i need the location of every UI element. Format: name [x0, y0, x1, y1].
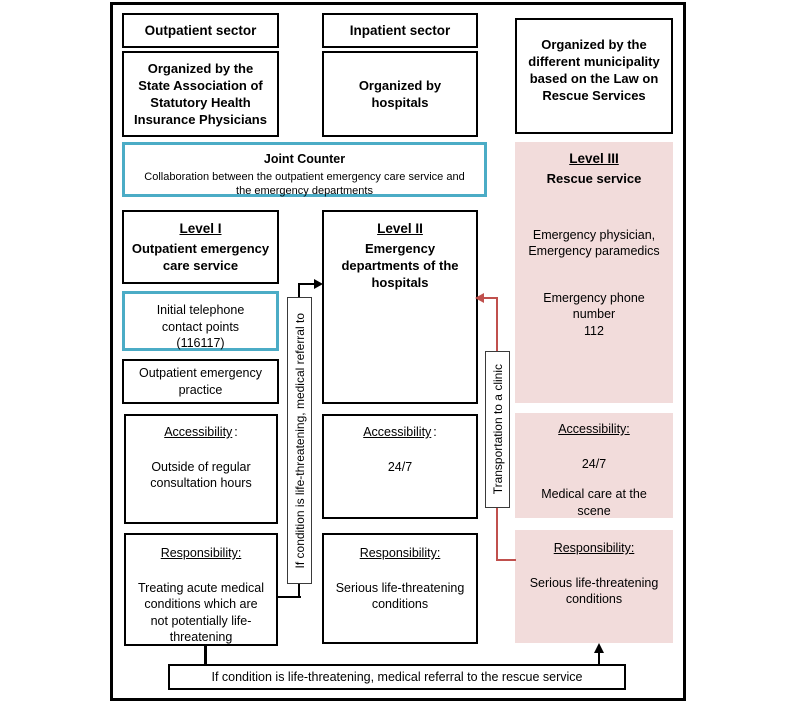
inpatient-sector-label: Inpatient sector: [349, 22, 451, 38]
telephone-contact-box: Initial telephone contact points (116117…: [122, 291, 279, 351]
banner-to-rescue-line: [598, 651, 600, 664]
rescue-phone-label: Emergency phone number: [543, 290, 645, 322]
referral-vertical-label: If condition is life-threatening, medica…: [287, 297, 312, 584]
outpatient-sector-label: Outpatient sector: [144, 22, 257, 38]
inpatient-accessibility-body: 24/7: [387, 459, 413, 474]
transport-arrowhead-icon: [475, 292, 484, 303]
outpatient-responsibility-body: Treating acute medical conditions which …: [138, 580, 264, 645]
inpatient-organizer-box: Organized by hospitals: [322, 51, 478, 137]
level3-subtitle: Rescue service: [546, 170, 642, 186]
rescue-organizer-text: Organized by the different municipality …: [528, 37, 660, 104]
outpatient-responsibility-box: Responsibility: Treating acute medical c…: [124, 533, 278, 646]
level2-title: Level II: [377, 221, 423, 236]
outpatient-accessibility-label: Accessibility:: [164, 425, 238, 439]
joint-counter-title: Joint Counter: [263, 152, 346, 166]
inpatient-sector-header: Inpatient sector: [322, 13, 478, 48]
outpatient-responsibility-label: Responsibility:: [160, 546, 242, 560]
rescue-phone-number: 112: [584, 323, 604, 338]
outpatient-accessibility-box: Accessibility: Outside of regular consul…: [124, 414, 278, 524]
level1-title: Level I: [179, 221, 222, 236]
inpatient-organizer-text: Organized by hospitals: [358, 77, 442, 110]
referral-connector-bottom-segment: [278, 596, 301, 598]
rescue-organizer-box: Organized by the different municipality …: [515, 18, 673, 134]
inpatient-responsibility-box: Responsibility: Serious life-threatening…: [322, 533, 478, 644]
outpatient-practice-box: Outpatient emergency practice: [122, 359, 279, 404]
outpatient-organizer-box: Organized by the State Association of St…: [122, 51, 279, 137]
referral-vertical-label-text: If condition is life-threatening, medica…: [292, 312, 307, 569]
inpatient-responsibility-label: Responsibility:: [359, 546, 441, 560]
diagram-outer-border: [110, 2, 686, 701]
rescue-responsibility-body: Serious life-threatening conditions: [529, 575, 659, 607]
level2-box: Level II Emergency departments of the ho…: [322, 210, 478, 404]
level2-subtitle: Emergency departments of the hospitals: [341, 240, 459, 291]
outpatient-practice-text: Outpatient emergency practice: [139, 366, 262, 397]
referral-connector-top-segment: [298, 283, 315, 285]
rescue-staff-text: Emergency physician, Emergency paramedic…: [528, 227, 660, 259]
transport-connector-top-segment: [484, 297, 498, 299]
banner-to-rescue-arrowhead-icon: [594, 643, 604, 653]
rescue-accessibility-body2: Medical care at the scene: [541, 487, 647, 518]
level1-subtitle: Outpatient emergency care service: [131, 240, 270, 273]
outpatient-sector-header: Outpatient sector: [122, 13, 279, 48]
inpatient-responsibility-body: Serious life-threatening conditions: [335, 580, 465, 612]
rescue-responsibility-label: Responsibility:: [553, 541, 635, 555]
telephone-contact-text: Initial telephone contact points (116117…: [156, 303, 245, 350]
outpatient-organizer-text: Organized by the State Association of St…: [134, 60, 267, 128]
rescue-accessibility-body1: 24/7: [581, 456, 607, 471]
inpatient-accessibility-box: Accessibility: 24/7: [322, 414, 478, 519]
level1-box: Level I Outpatient emergency care servic…: [122, 210, 279, 284]
inpatient-accessibility-label: Accessibility:: [363, 425, 437, 439]
bottom-banner-text: If condition is life-threatening, medica…: [211, 669, 583, 684]
transport-vertical-label: Transportation to a clinic: [485, 351, 510, 508]
outpatient-accessibility-body: Outside of regular consultation hours: [150, 459, 252, 491]
rescue-accessibility-label: Accessibility:: [558, 422, 630, 436]
rescue-accessibility-box: Accessibility: 24/7 Medical care at the …: [515, 413, 673, 518]
rescue-responsibility-box: Responsibility: Serious life-threatening…: [515, 530, 673, 643]
level3-title: Level III: [569, 151, 619, 166]
joint-counter-subtitle: Collaboration between the outpatient eme…: [144, 170, 465, 198]
level3-panel: Level III Rescue service Emergency physi…: [515, 142, 673, 403]
transport-connector-bottom-segment: [496, 559, 516, 561]
bottom-banner: If condition is life-threatening, medica…: [168, 664, 626, 690]
transport-vertical-label-text: Transportation to a clinic: [490, 364, 505, 495]
referral-arrowhead-icon: [314, 278, 323, 289]
responsibility-to-banner-line: [204, 646, 207, 664]
joint-counter-box: Joint Counter Collaboration between the …: [122, 142, 487, 197]
